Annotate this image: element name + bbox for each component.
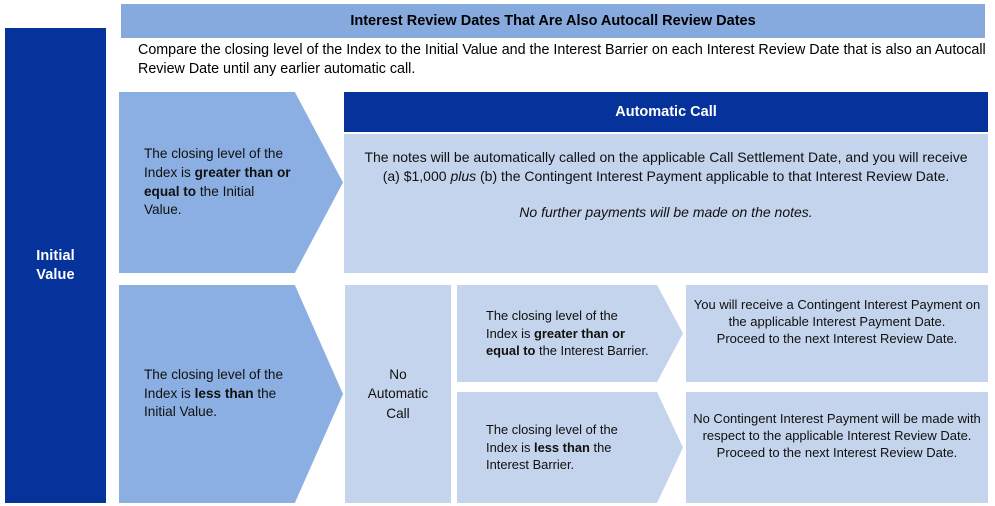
condition-arrow-less-than-initial: The closing level of the Index is less t… bbox=[119, 285, 343, 503]
initial-value-column: Initial Value bbox=[5, 28, 106, 503]
banner-title: Interest Review Dates That Are Also Auto… bbox=[350, 13, 756, 29]
condition-emphasis: less than bbox=[534, 439, 590, 455]
condition-text-greater-equal-initial: The closing level of the Index is greate… bbox=[144, 146, 291, 218]
no-automatic-call-box: No Automatic Call bbox=[345, 285, 451, 503]
condition-text-less-than-barrier: The closing level of the Index is less t… bbox=[486, 422, 618, 473]
banner-header: Interest Review Dates That Are Also Auto… bbox=[121, 4, 985, 38]
outcome-box-interest-paid: You will receive a Contingent Interest P… bbox=[686, 285, 988, 382]
outcome-line-1: No Contingent Interest Payment will be m… bbox=[693, 411, 981, 444]
outcome-line-2: Proceed to the next Interest Review Date… bbox=[716, 445, 958, 461]
condition-emphasis: greater than or equal to bbox=[486, 325, 625, 359]
condition-text-less-than-initial: The closing level of the Index is less t… bbox=[144, 366, 284, 420]
no-automatic-call-label: No Automatic Call bbox=[367, 367, 429, 421]
banner-description: Compare the closing level of the Index t… bbox=[138, 42, 986, 77]
outcome-line-2: Proceed to the next Interest Review Date… bbox=[716, 331, 958, 347]
automatic-call-plus-emphasis: plus bbox=[450, 167, 477, 184]
outcome-line-1: You will receive a Contingent Interest P… bbox=[693, 297, 981, 330]
condition-arrow-greater-equal-initial: The closing level of the Index is greate… bbox=[119, 92, 343, 273]
condition-arrow-less-than-barrier: The closing level of the Index is less t… bbox=[457, 392, 683, 503]
initial-value-label: Initial Value bbox=[36, 248, 75, 283]
condition-text-greater-equal-barrier: The closing level of the Index is greate… bbox=[486, 308, 649, 359]
automatic-call-header: Automatic Call bbox=[344, 92, 988, 132]
automatic-call-title: Automatic Call bbox=[615, 104, 717, 120]
condition-arrow-greater-equal-barrier: The closing level of the Index is greate… bbox=[457, 285, 683, 382]
automatic-call-note: No further payments will be made on the … bbox=[519, 203, 813, 220]
outcome-box-no-interest: No Contingent Interest Payment will be m… bbox=[686, 392, 988, 503]
condition-emphasis: greater than or equal to bbox=[144, 164, 291, 199]
automatic-call-paragraph: The notes will be automatically called o… bbox=[364, 149, 968, 184]
condition-emphasis: less than bbox=[194, 385, 254, 401]
automatic-call-body: The notes will be automatically called o… bbox=[344, 134, 988, 273]
